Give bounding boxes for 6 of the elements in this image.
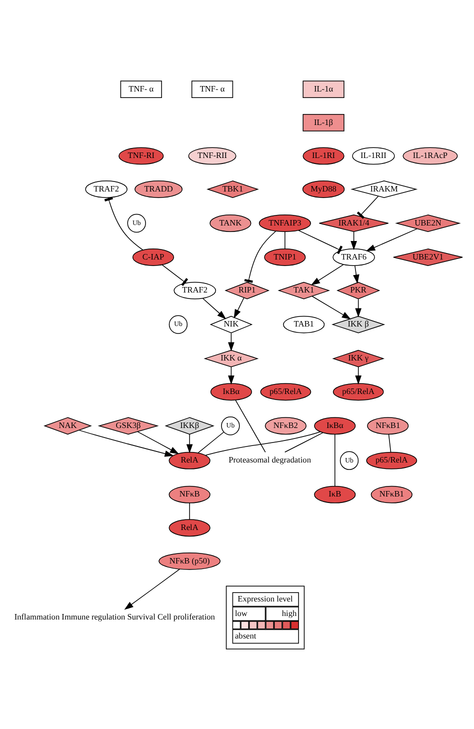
label: absent xyxy=(234,631,256,640)
node-text: Inflammation Immune regulation Survival Cell proliferation xyxy=(14,612,215,622)
label: Expression level xyxy=(238,594,293,604)
node-text: Proteasomal degradation xyxy=(228,455,312,464)
label: high xyxy=(282,608,297,618)
label: low xyxy=(234,608,248,618)
